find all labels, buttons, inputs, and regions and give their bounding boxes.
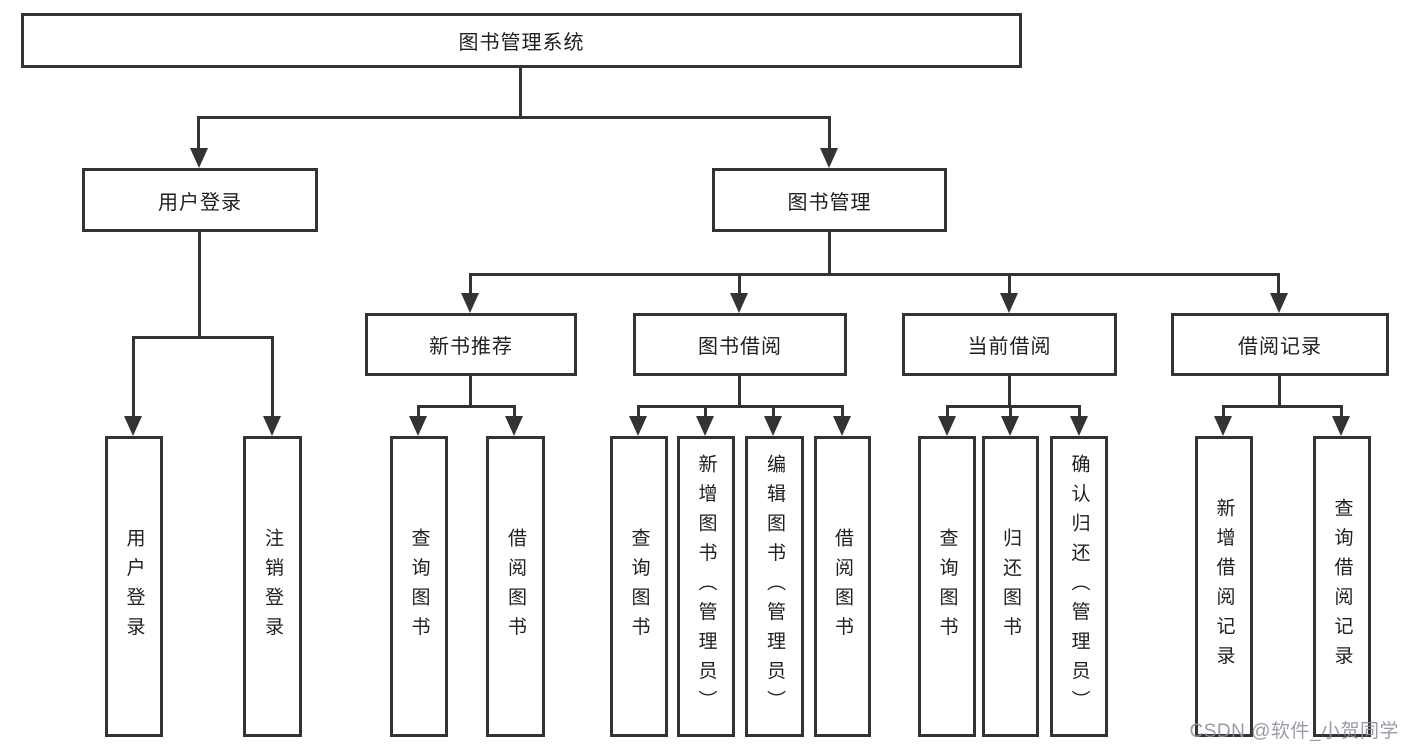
- leaf-label: 借阅图书: [505, 527, 526, 646]
- connector-line: [271, 336, 274, 418]
- connector-line: [637, 405, 640, 418]
- connector-line: [841, 405, 844, 418]
- leaf-query-borrow-record: 查询借阅记录: [1313, 436, 1371, 737]
- leaf-confirm-return-admin: 确认归还（管理员）: [1050, 436, 1108, 737]
- node-book-borrowing: 图书借阅: [633, 313, 847, 376]
- arrow-down-icon: [696, 416, 714, 436]
- arrow-down-icon: [505, 416, 523, 436]
- connector-line: [417, 405, 515, 408]
- node-library-system: 图书管理系统: [21, 13, 1022, 68]
- arrow-down-icon: [1070, 416, 1088, 436]
- leaf-label: 新增图书（管理员）: [695, 453, 717, 720]
- connector-line: [469, 273, 472, 295]
- leaf-label: 查询借阅记录: [1331, 498, 1353, 675]
- connector-line: [828, 232, 831, 276]
- arrow-down-icon: [938, 416, 956, 436]
- arrow-down-icon: [124, 416, 142, 436]
- leaf-label: 归还图书: [1000, 527, 1021, 646]
- connector-line: [132, 336, 135, 418]
- leaf-return-book: 归还图书: [982, 436, 1039, 737]
- arrow-down-icon: [1270, 293, 1288, 313]
- leaf-add-borrow-record: 新增借阅记录: [1195, 436, 1253, 737]
- arrow-down-icon: [1332, 416, 1350, 436]
- connector-line: [828, 116, 831, 150]
- node-label: 图书借阅: [698, 336, 782, 358]
- leaf-label: 编辑图书（管理员）: [764, 453, 785, 720]
- leaf-borrow-books-recommend: 借阅图书: [486, 436, 545, 737]
- arrow-down-icon: [1000, 293, 1018, 313]
- connector-line: [513, 405, 516, 418]
- arrow-down-icon: [833, 416, 851, 436]
- leaf-add-book-admin: 新增图书（管理员）: [677, 436, 735, 737]
- connector-line: [637, 405, 843, 408]
- connector-line: [1009, 405, 1012, 418]
- connector-line: [946, 405, 1080, 408]
- arrow-down-icon: [1214, 416, 1232, 436]
- leaf-label: 查询图书: [936, 527, 958, 646]
- arrow-down-icon: [820, 148, 838, 168]
- connector-line: [519, 68, 522, 118]
- connector-line: [1278, 376, 1281, 407]
- leaf-query-books-current: 查询图书: [918, 436, 976, 737]
- node-label: 借阅记录: [1238, 336, 1322, 358]
- leaf-label: 查询图书: [408, 527, 430, 646]
- connector-line: [1078, 405, 1081, 418]
- connector-line: [946, 405, 949, 418]
- arrow-down-icon: [461, 293, 479, 313]
- arrow-down-icon: [1001, 416, 1019, 436]
- arrow-down-icon: [629, 416, 647, 436]
- connector-line: [469, 273, 1280, 276]
- connector-line: [1340, 405, 1343, 418]
- arrow-down-icon: [409, 416, 427, 436]
- connector-line: [1008, 376, 1011, 407]
- node-label: 图书管理: [787, 191, 872, 214]
- connector-line: [772, 405, 775, 418]
- leaf-label: 确认归还（管理员）: [1068, 453, 1090, 720]
- connector-line: [417, 405, 420, 418]
- leaf-label: 注销登录: [262, 527, 283, 646]
- node-label: 当前借阅: [967, 336, 1052, 358]
- arrow-down-icon: [764, 416, 782, 436]
- leaf-logout: 注销登录: [243, 436, 302, 737]
- leaf-borrow-books: 借阅图书: [814, 436, 871, 737]
- connector-line: [197, 116, 200, 150]
- connector-line: [197, 116, 831, 119]
- connector-line: [1277, 273, 1280, 295]
- leaf-query-books-borrow: 查询图书: [610, 436, 668, 737]
- node-user-login: 用户登录: [82, 168, 318, 232]
- leaf-label: 借阅图书: [832, 527, 853, 646]
- leaf-label: 用户登录: [123, 527, 145, 646]
- leaf-label: 新增借阅记录: [1213, 498, 1235, 675]
- node-label: 图书管理系统: [458, 32, 585, 54]
- watermark: CSDN @软件_小贺同学: [1189, 721, 1399, 742]
- node-new-book-recommend: 新书推荐: [365, 313, 577, 376]
- connector-line: [198, 232, 201, 338]
- connector-line: [704, 405, 707, 418]
- connector-line: [738, 273, 741, 295]
- arrow-down-icon: [263, 416, 281, 436]
- leaf-user-login: 用户登录: [105, 436, 163, 737]
- connector-line: [1222, 405, 1225, 418]
- node-label: 用户登录: [158, 191, 242, 214]
- node-book-management: 图书管理: [712, 168, 947, 232]
- leaf-label: 查询图书: [628, 527, 650, 646]
- leaf-query-books-recommend: 查询图书: [390, 436, 448, 737]
- connector-line: [738, 376, 741, 407]
- arrow-down-icon: [190, 148, 208, 168]
- connector-line: [1008, 273, 1011, 295]
- connector-line: [1222, 405, 1342, 408]
- node-borrowing-records: 借阅记录: [1171, 313, 1389, 376]
- node-label: 新书推荐: [429, 336, 513, 358]
- arrow-down-icon: [730, 293, 748, 313]
- connector-line: [132, 336, 274, 339]
- leaf-edit-book-admin: 编辑图书（管理员）: [745, 436, 804, 737]
- connector-line: [469, 376, 472, 407]
- node-current-borrowing: 当前借阅: [902, 313, 1117, 376]
